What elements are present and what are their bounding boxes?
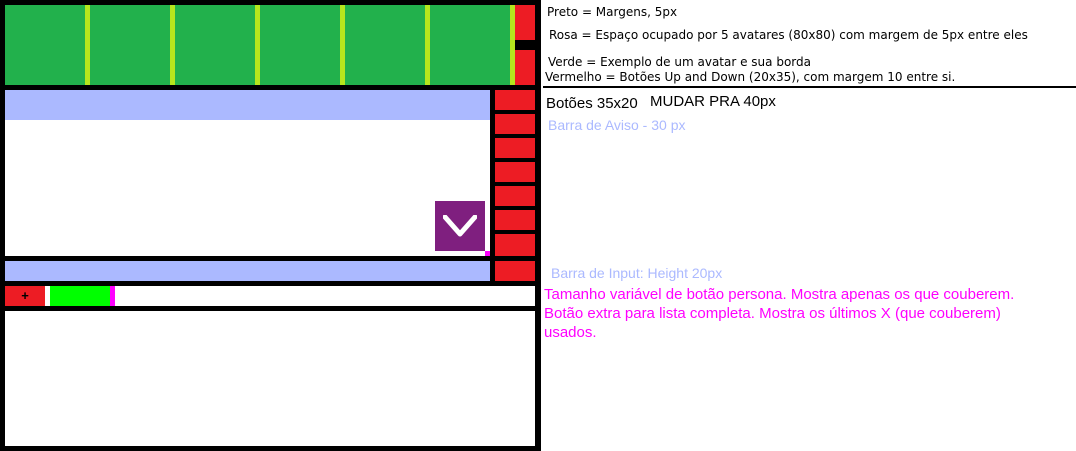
persona-bar: [5, 286, 535, 306]
note-input-bar: Barra de Input: Height 20px: [551, 265, 723, 281]
avatar-divider: [85, 5, 90, 85]
note-persona-3: usados.: [544, 324, 597, 341]
note-red: Vermelho = Botões Up and Down (20x35), c…: [545, 70, 956, 84]
send-button[interactable]: [495, 261, 535, 281]
warning-bar: [5, 90, 490, 120]
avatar-divider: [340, 5, 345, 85]
note-persona-2: Botão extra para lista completa. Mostra …: [544, 305, 1001, 322]
side-button[interactable]: [495, 138, 535, 158]
persona-button[interactable]: [50, 286, 110, 306]
note-pink: Rosa = Espaço ocupado por 5 avatares (80…: [549, 28, 1028, 42]
scroll-down-button[interactable]: [515, 50, 535, 85]
side-button[interactable]: [495, 234, 535, 256]
side-button[interactable]: [495, 90, 535, 110]
note-buttons: Botões 35x20: [546, 95, 638, 112]
note-persona-1: Tamanho variável de botão persona. Mostr…: [544, 286, 1015, 303]
avatar-divider: [510, 5, 515, 85]
scroll-up-button[interactable]: [515, 5, 535, 40]
note-green: Verde = Exemplo de um avatar e sua borda: [548, 55, 811, 69]
check-icon: [435, 201, 485, 251]
divider: [543, 86, 1076, 88]
avatar-strip: [5, 5, 515, 85]
note-change: MUDAR PRA 40px: [650, 93, 776, 110]
side-button[interactable]: [495, 114, 535, 134]
avatar-divider: [255, 5, 260, 85]
side-button[interactable]: [495, 186, 535, 206]
avatar-divider: [425, 5, 430, 85]
note-black: Preto = Margens, 5px: [547, 5, 678, 19]
input-bar[interactable]: [5, 261, 490, 281]
add-persona-button[interactable]: +: [5, 286, 45, 306]
avatar-divider: [170, 5, 175, 85]
side-button[interactable]: [495, 210, 535, 230]
side-button[interactable]: [495, 162, 535, 182]
persona-list-button[interactable]: [110, 286, 115, 306]
bottom-panel: [5, 311, 535, 446]
resize-marker: [485, 251, 490, 256]
note-warning-bar: Barra de Aviso - 30 px: [548, 117, 686, 133]
